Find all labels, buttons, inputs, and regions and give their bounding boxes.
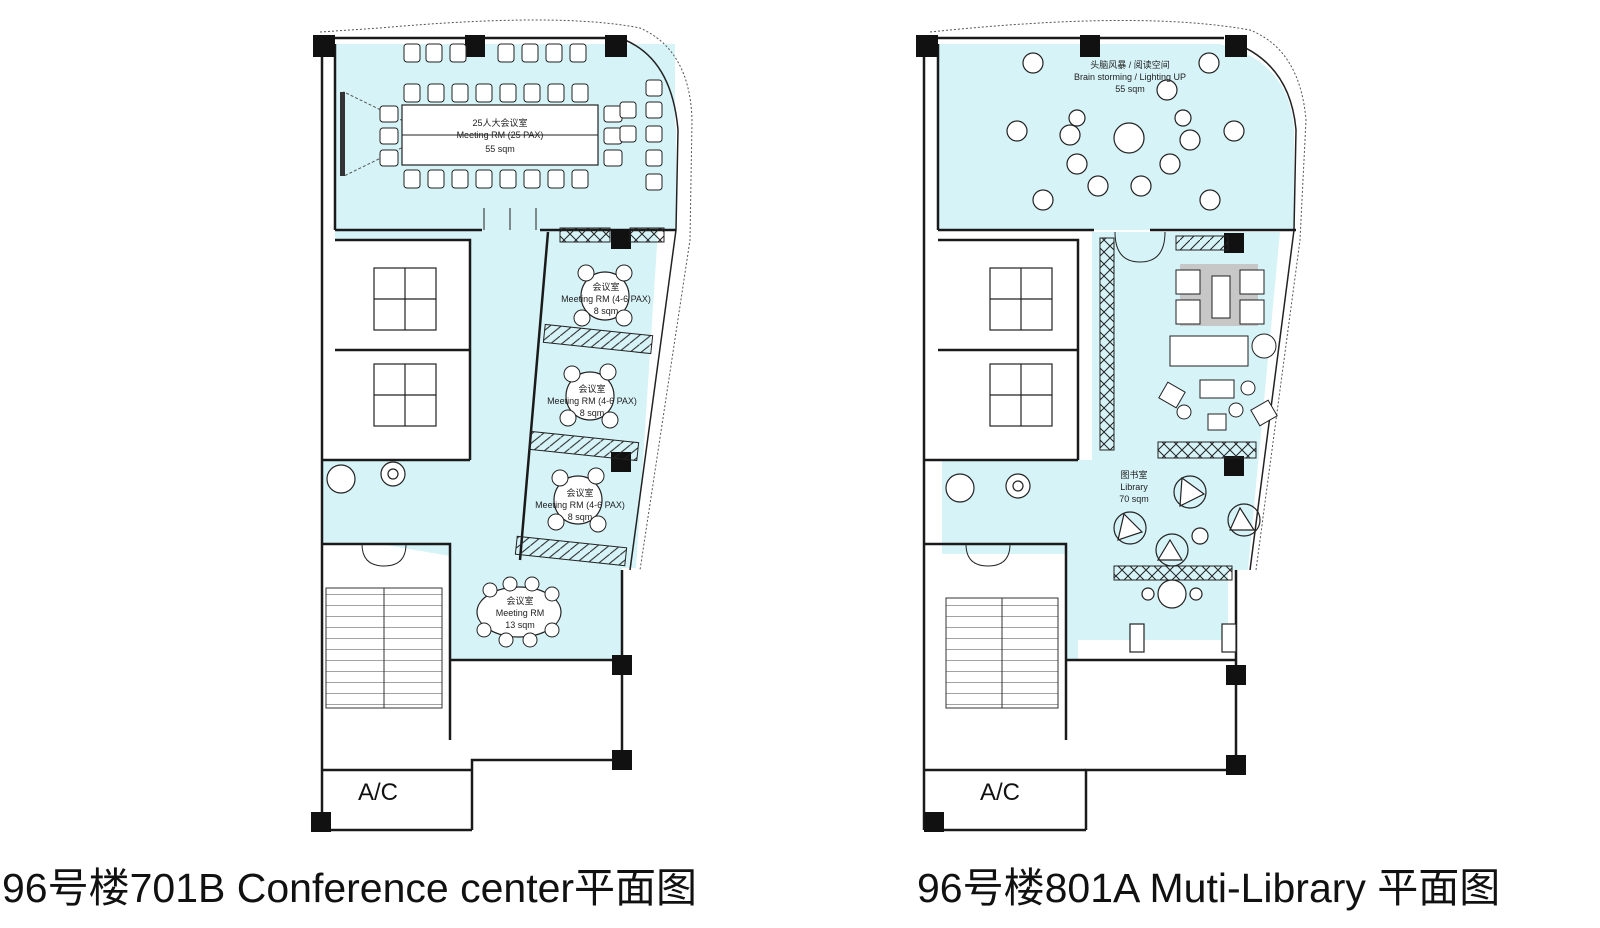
library-area: 70 sqm — [1119, 494, 1149, 504]
big-meeting-area: 55 sqm — [485, 144, 515, 154]
meeting-d-area: 13 sqm — [505, 620, 535, 630]
meeting-a-name-en: Meeting RM (4-6 PAX) — [561, 294, 651, 304]
brainstorm-name-zh: 头脑风暴 / 阅读空间 — [1090, 59, 1170, 70]
plan-801a: 头脑风暴 / 阅读空间 Brain storming / Lighting UP… — [916, 20, 1307, 832]
meeting-c-area: 8 sqm — [568, 512, 593, 522]
meeting-b-name-en: Meeting RM (4-6 PAX) — [547, 396, 637, 406]
plan-caption-conference: 96号楼701B Conference center平面图 — [2, 865, 698, 911]
big-meeting-name-zh: 25人大会议室 — [472, 117, 527, 128]
big-meeting-name-en: Meeting RM (25 PAX) — [457, 130, 544, 140]
meeting-b-name-zh: 会议室 — [578, 383, 605, 394]
meeting-c-name-en: Meeting RM (4-6 PAX) — [535, 500, 625, 510]
meeting-a-area: 8 sqm — [594, 306, 619, 316]
meeting-d-name-zh: 会议室 — [506, 595, 533, 606]
meeting-d-name-en: Meeting RM — [496, 608, 545, 618]
library-name-zh: 图书室 — [1120, 469, 1147, 480]
plan-caption-library: 96号楼801A Muti-Library 平面图 — [917, 865, 1501, 911]
brainstorm-name-en: Brain storming / Lighting UP — [1074, 72, 1186, 82]
ac-label-left: A/C — [358, 779, 398, 806]
meeting-c-name-zh: 会议室 — [566, 487, 593, 498]
ac-label-right: A/C — [980, 779, 1020, 806]
library-name-en: Library — [1120, 482, 1148, 492]
meeting-b-area: 8 sqm — [580, 408, 605, 418]
plan-701b: 25人大会议室 Meeting RM (25 PAX) 55 sqm 会议室 M… — [311, 19, 693, 832]
brainstorm-area: 55 sqm — [1115, 84, 1145, 94]
meeting-a-name-zh: 会议室 — [592, 281, 619, 292]
